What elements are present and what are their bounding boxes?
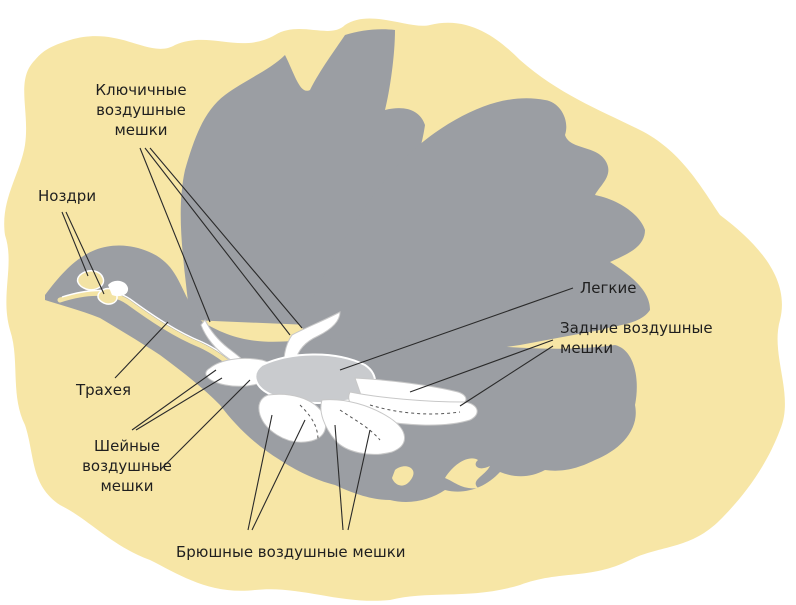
label-abdominal-air-sacs: Брюшные воздушные мешки: [176, 543, 406, 561]
bird-feet: [392, 458, 490, 489]
label-cervical-line2: воздушные: [82, 457, 172, 475]
head-sinus: [108, 280, 129, 297]
abdominal-sac-back: [320, 399, 405, 455]
leader-abdominal-2: [251, 419, 306, 531]
leader-posterior-2: [459, 345, 554, 407]
leader-cervical-3: [159, 379, 251, 471]
label-posterior-line1: Задние воздушные: [560, 319, 713, 337]
label-clavicular-air-sacs: Ключичные воздушные мешки: [66, 80, 216, 140]
leader-posterior-1: [409, 339, 554, 393]
label-clavicular-line3: мешки: [114, 121, 168, 139]
leader-abdominal-1: [247, 414, 273, 531]
bird-near-wing: [300, 98, 650, 366]
leader-abdominal-4: [347, 429, 371, 531]
label-trachea: Трахея: [76, 381, 132, 399]
trachea-tube: [57, 291, 238, 371]
label-cervical-line1: Шейные: [94, 437, 160, 455]
label-posterior-air-sacs: Задние воздушные мешки: [560, 318, 713, 358]
label-posterior-line2: мешки: [560, 339, 614, 357]
abdominal-sac-front: [258, 393, 327, 443]
leader-cervical-1: [131, 369, 217, 431]
leader-lines: [61, 147, 574, 531]
label-lungs: Легкие: [580, 279, 637, 297]
label-nostrils: Ноздри: [38, 187, 97, 205]
label-cervical-air-sacs: Шейные воздушные мешки: [52, 436, 202, 496]
leader-clavicular-1: [139, 147, 211, 323]
leader-lungs: [339, 287, 574, 371]
leader-trachea: [114, 321, 169, 379]
label-clavicular-line2: воздушные: [96, 101, 186, 119]
label-cervical-line3: мешки: [100, 477, 154, 495]
leader-abdominal-3: [334, 424, 344, 531]
leader-cervical-2: [135, 377, 223, 431]
leader-nostrils-2: [65, 211, 105, 295]
leader-clavicular-3: [149, 147, 303, 329]
leader-clavicular-2: [144, 147, 291, 336]
nostril-organ-left: [76, 270, 105, 291]
abdominal-sac-dashed: [299, 404, 381, 441]
leader-nostrils-1: [61, 211, 89, 277]
label-clavicular-line1: Ключичные: [95, 81, 187, 99]
